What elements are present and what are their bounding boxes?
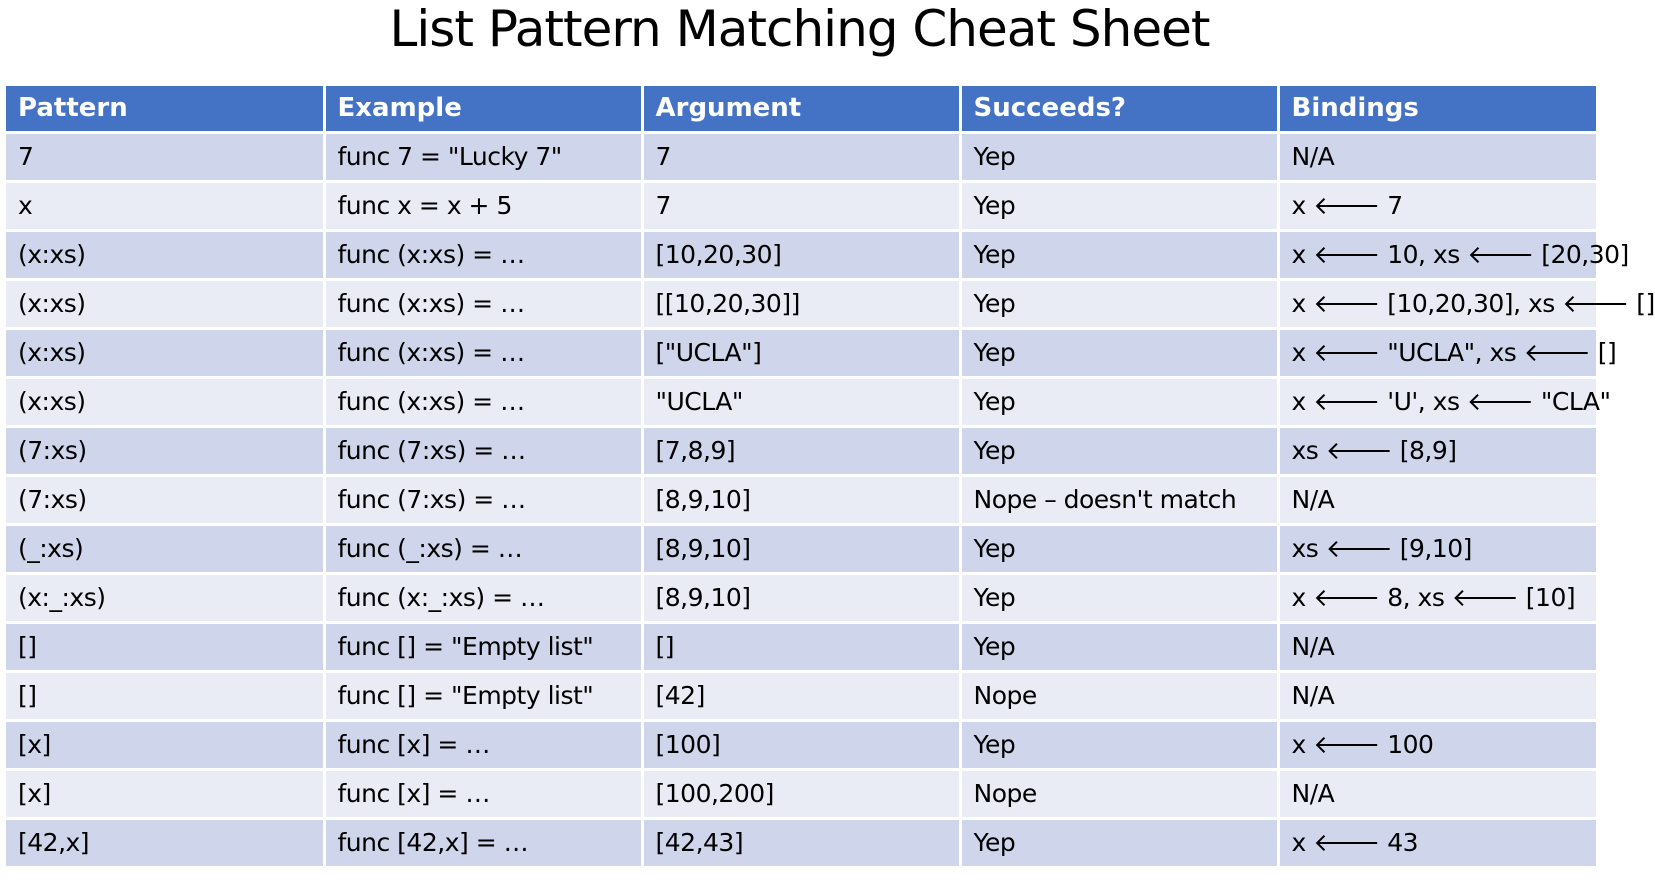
succeeds-cell: Nope – doesn't match xyxy=(960,475,1280,526)
table-header-row: Pattern Example Argument Succeeds? Bindi… xyxy=(6,86,1596,134)
argument-cell: [100] xyxy=(642,720,962,771)
bindings-cell: x 🡐 8, xs 🡐 [10] xyxy=(1278,573,1596,624)
succeeds-cell: Nope xyxy=(960,671,1280,722)
header-argument: Argument xyxy=(642,86,962,134)
pattern-cell: (7:xs) xyxy=(6,426,326,477)
bindings-cell: N/A xyxy=(1278,769,1596,820)
bindings-cell: x 🡐 100 xyxy=(1278,720,1596,771)
argument-cell: "UCLA" xyxy=(642,377,962,428)
example-cell: func [42,x] = … xyxy=(324,818,644,869)
example-cell: func (x:xs) = … xyxy=(324,279,644,330)
cheat-sheet-table: Pattern Example Argument Succeeds? Bindi… xyxy=(6,86,1655,869)
pattern-cell: [] xyxy=(6,671,326,722)
succeeds-cell: Yep xyxy=(960,622,1280,673)
argument-cell: 7 xyxy=(642,132,962,183)
bindings-cell: N/A xyxy=(1278,671,1596,722)
succeeds-cell: Yep xyxy=(960,279,1280,330)
example-cell: func (x:_:xs) = … xyxy=(324,573,644,624)
argument-cell: [10,20,30] xyxy=(642,230,962,281)
bindings-cell: x 🡐 [10,20,30], xs 🡐 [] xyxy=(1278,279,1655,330)
pattern-cell: [] xyxy=(6,622,326,673)
pattern-cell: (x:_:xs) xyxy=(6,573,326,624)
bindings-cell: x 🡐 43 xyxy=(1278,818,1596,869)
bindings-cell: N/A xyxy=(1278,475,1596,526)
succeeds-cell: Yep xyxy=(960,328,1280,379)
bindings-cell: N/A xyxy=(1278,132,1596,183)
pattern-cell: (x:xs) xyxy=(6,328,326,379)
header-bindings: Bindings xyxy=(1278,86,1596,134)
pattern-cell: (_:xs) xyxy=(6,524,326,575)
pattern-cell: (x:xs) xyxy=(6,279,326,330)
header-succeeds: Succeeds? xyxy=(960,86,1280,134)
succeeds-cell: Nope xyxy=(960,769,1280,820)
bindings-cell: xs 🡐 [9,10] xyxy=(1278,524,1596,575)
argument-cell: [8,9,10] xyxy=(642,524,962,575)
bindings-cell: x 🡐 "UCLA", xs 🡐 [] xyxy=(1278,328,1617,379)
example-cell: func (x:xs) = … xyxy=(324,377,644,428)
example-cell: func x = x + 5 xyxy=(324,181,644,232)
table-row: (7:xs)func (7:xs) = …[8,9,10]Nope – does… xyxy=(6,475,1596,526)
example-cell: func [] = "Empty list" xyxy=(324,622,644,673)
pattern-cell: 7 xyxy=(6,132,326,183)
bindings-cell: N/A xyxy=(1278,622,1596,673)
pattern-cell: (7:xs) xyxy=(6,475,326,526)
argument-cell: [8,9,10] xyxy=(642,573,962,624)
example-cell: func (x:xs) = … xyxy=(324,230,644,281)
succeeds-cell: Yep xyxy=(960,573,1280,624)
example-cell: func (7:xs) = … xyxy=(324,475,644,526)
succeeds-cell: Yep xyxy=(960,720,1280,771)
succeeds-cell: Yep xyxy=(960,377,1280,428)
page-title: List Pattern Matching Cheat Sheet xyxy=(389,0,1211,58)
header-pattern: Pattern xyxy=(6,86,326,134)
bindings-cell: x 🡐 7 xyxy=(1278,181,1596,232)
example-cell: func [] = "Empty list" xyxy=(324,671,644,722)
succeeds-cell: Yep xyxy=(960,230,1280,281)
example-cell: func (x:xs) = … xyxy=(324,328,644,379)
example-cell: func 7 = "Lucky 7" xyxy=(324,132,644,183)
pattern-cell: [x] xyxy=(6,769,326,820)
example-cell: func (7:xs) = … xyxy=(324,426,644,477)
argument-cell: [42,43] xyxy=(642,818,962,869)
pattern-cell: [x] xyxy=(6,720,326,771)
argument-cell: [7,8,9] xyxy=(642,426,962,477)
succeeds-cell: Yep xyxy=(960,181,1280,232)
pattern-cell: x xyxy=(6,181,326,232)
argument-cell: [42] xyxy=(642,671,962,722)
succeeds-cell: Yep xyxy=(960,426,1280,477)
bindings-cell: x 🡐 'U', xs 🡐 "CLA" xyxy=(1278,377,1611,428)
example-cell: func [x] = … xyxy=(324,720,644,771)
argument-cell: [8,9,10] xyxy=(642,475,962,526)
succeeds-cell: Yep xyxy=(960,132,1280,183)
argument-cell: 7 xyxy=(642,181,962,232)
succeeds-cell: Yep xyxy=(960,524,1280,575)
bindings-cell: xs 🡐 [8,9] xyxy=(1278,426,1596,477)
header-example: Example xyxy=(324,86,644,134)
argument-cell: [[10,20,30]] xyxy=(642,279,962,330)
bindings-cell: x 🡐 10, xs 🡐 [20,30] xyxy=(1278,230,1629,281)
example-cell: func (_:xs) = … xyxy=(324,524,644,575)
example-cell: func [x] = … xyxy=(324,769,644,820)
pattern-cell: (x:xs) xyxy=(6,377,326,428)
argument-cell: [] xyxy=(642,622,962,673)
argument-cell: [100,200] xyxy=(642,769,962,820)
pattern-cell: [42,x] xyxy=(6,818,326,869)
pattern-cell: (x:xs) xyxy=(6,230,326,281)
argument-cell: ["UCLA"] xyxy=(642,328,962,379)
succeeds-cell: Yep xyxy=(960,818,1280,869)
